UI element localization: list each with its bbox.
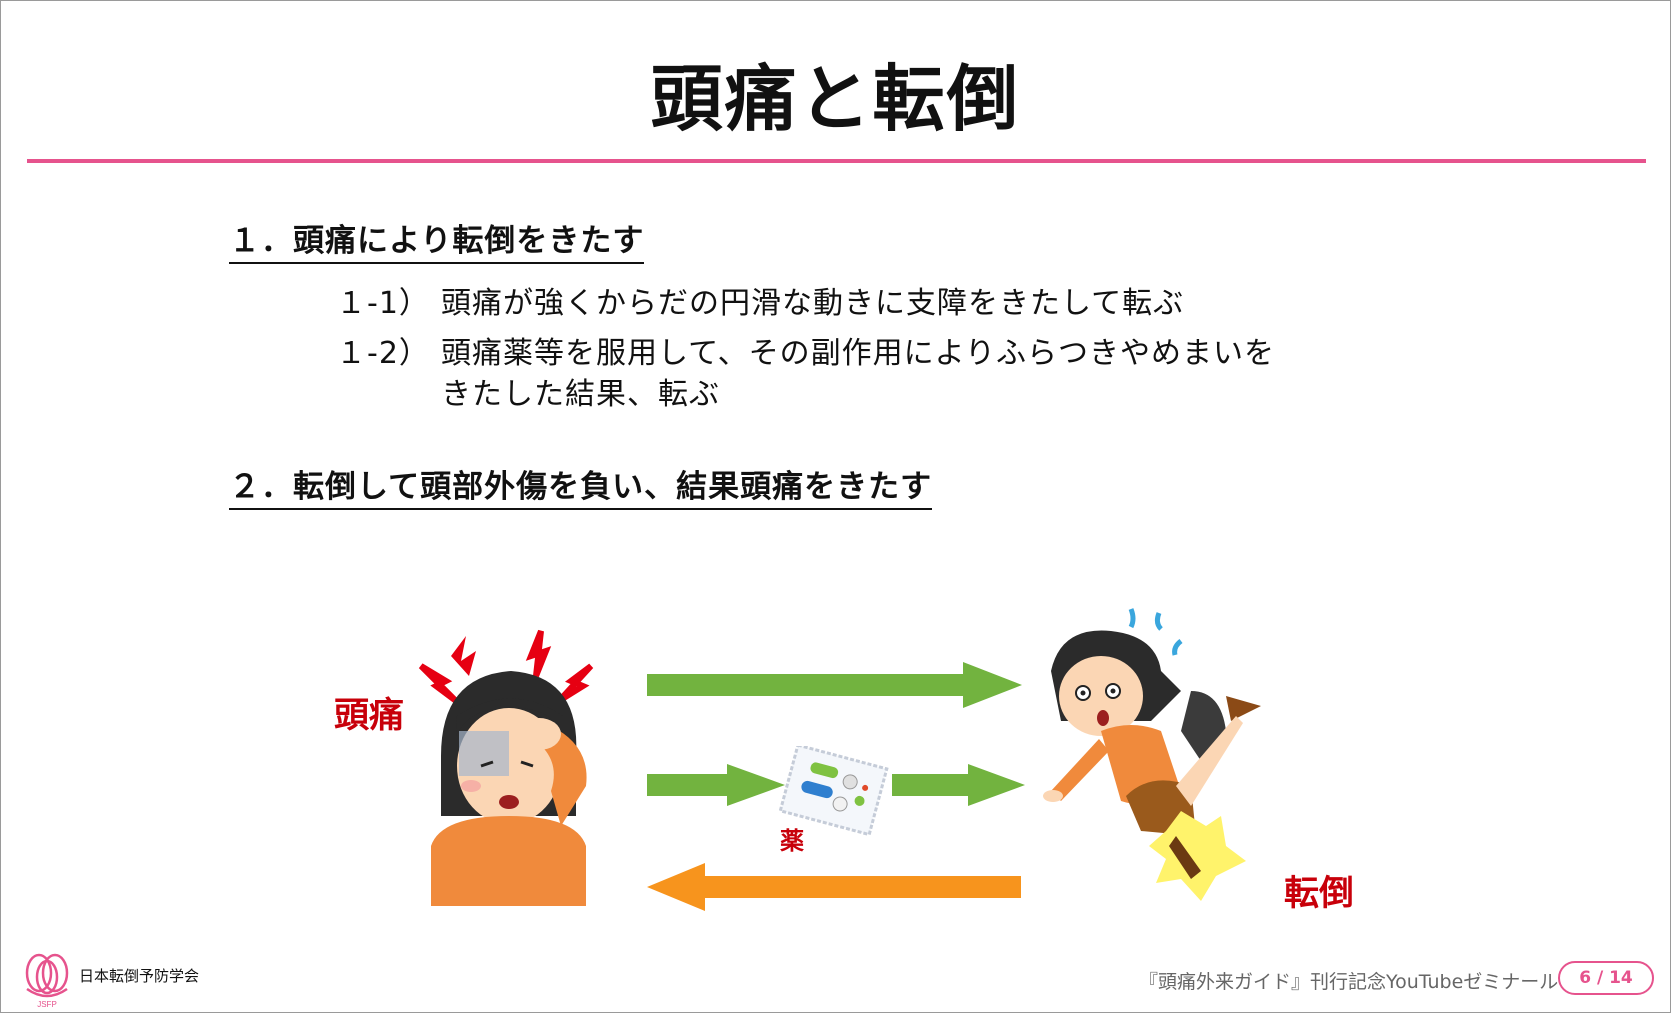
item-number: １-1） <box>336 286 430 321</box>
page-indicator: 6 / 14 <box>1558 961 1654 995</box>
item-number: １-2） <box>336 336 430 371</box>
item-text-continued: きたした結果、転ぶ <box>441 377 720 412</box>
footer-seminar-title: 『頭痛外来ガイド』刊行記念YouTubeゼミナール <box>1139 971 1559 993</box>
headache-woman-illustration <box>418 629 594 906</box>
logo-text: JSFP <box>37 1000 57 1009</box>
label-medicine: 薬 <box>780 827 804 855</box>
footer-organization: 日本転倒予防学会 <box>79 967 200 985</box>
arrow-headache-to-fall <box>647 662 1022 708</box>
title-divider <box>27 159 1646 163</box>
section2-heading: ２．転倒して頭部外傷を負い、結果頭痛をきたす <box>229 469 933 511</box>
item-text: 頭痛薬等を服用して、その副作用によりふらつきやめまいを <box>441 336 1275 371</box>
arrow-headache-to-medicine <box>647 764 785 806</box>
slide-title: 頭痛と転倒 <box>650 57 1021 141</box>
label-fall: 転倒 <box>1284 874 1355 914</box>
label-headache: 頭痛 <box>334 696 405 736</box>
falling-woman-illustration <box>1043 608 1261 901</box>
medicine-packet-illustration <box>779 746 889 837</box>
section1-heading: １．頭痛により転倒をきたす <box>229 223 645 265</box>
arrow-fall-to-headache <box>647 863 1021 911</box>
arrow-medicine-to-fall <box>892 764 1025 806</box>
jsfp-logo-icon: JSFP <box>25 953 69 1009</box>
item-text: 頭痛が強くからだの円滑な動きに支障をきたして転ぶ <box>441 286 1185 321</box>
